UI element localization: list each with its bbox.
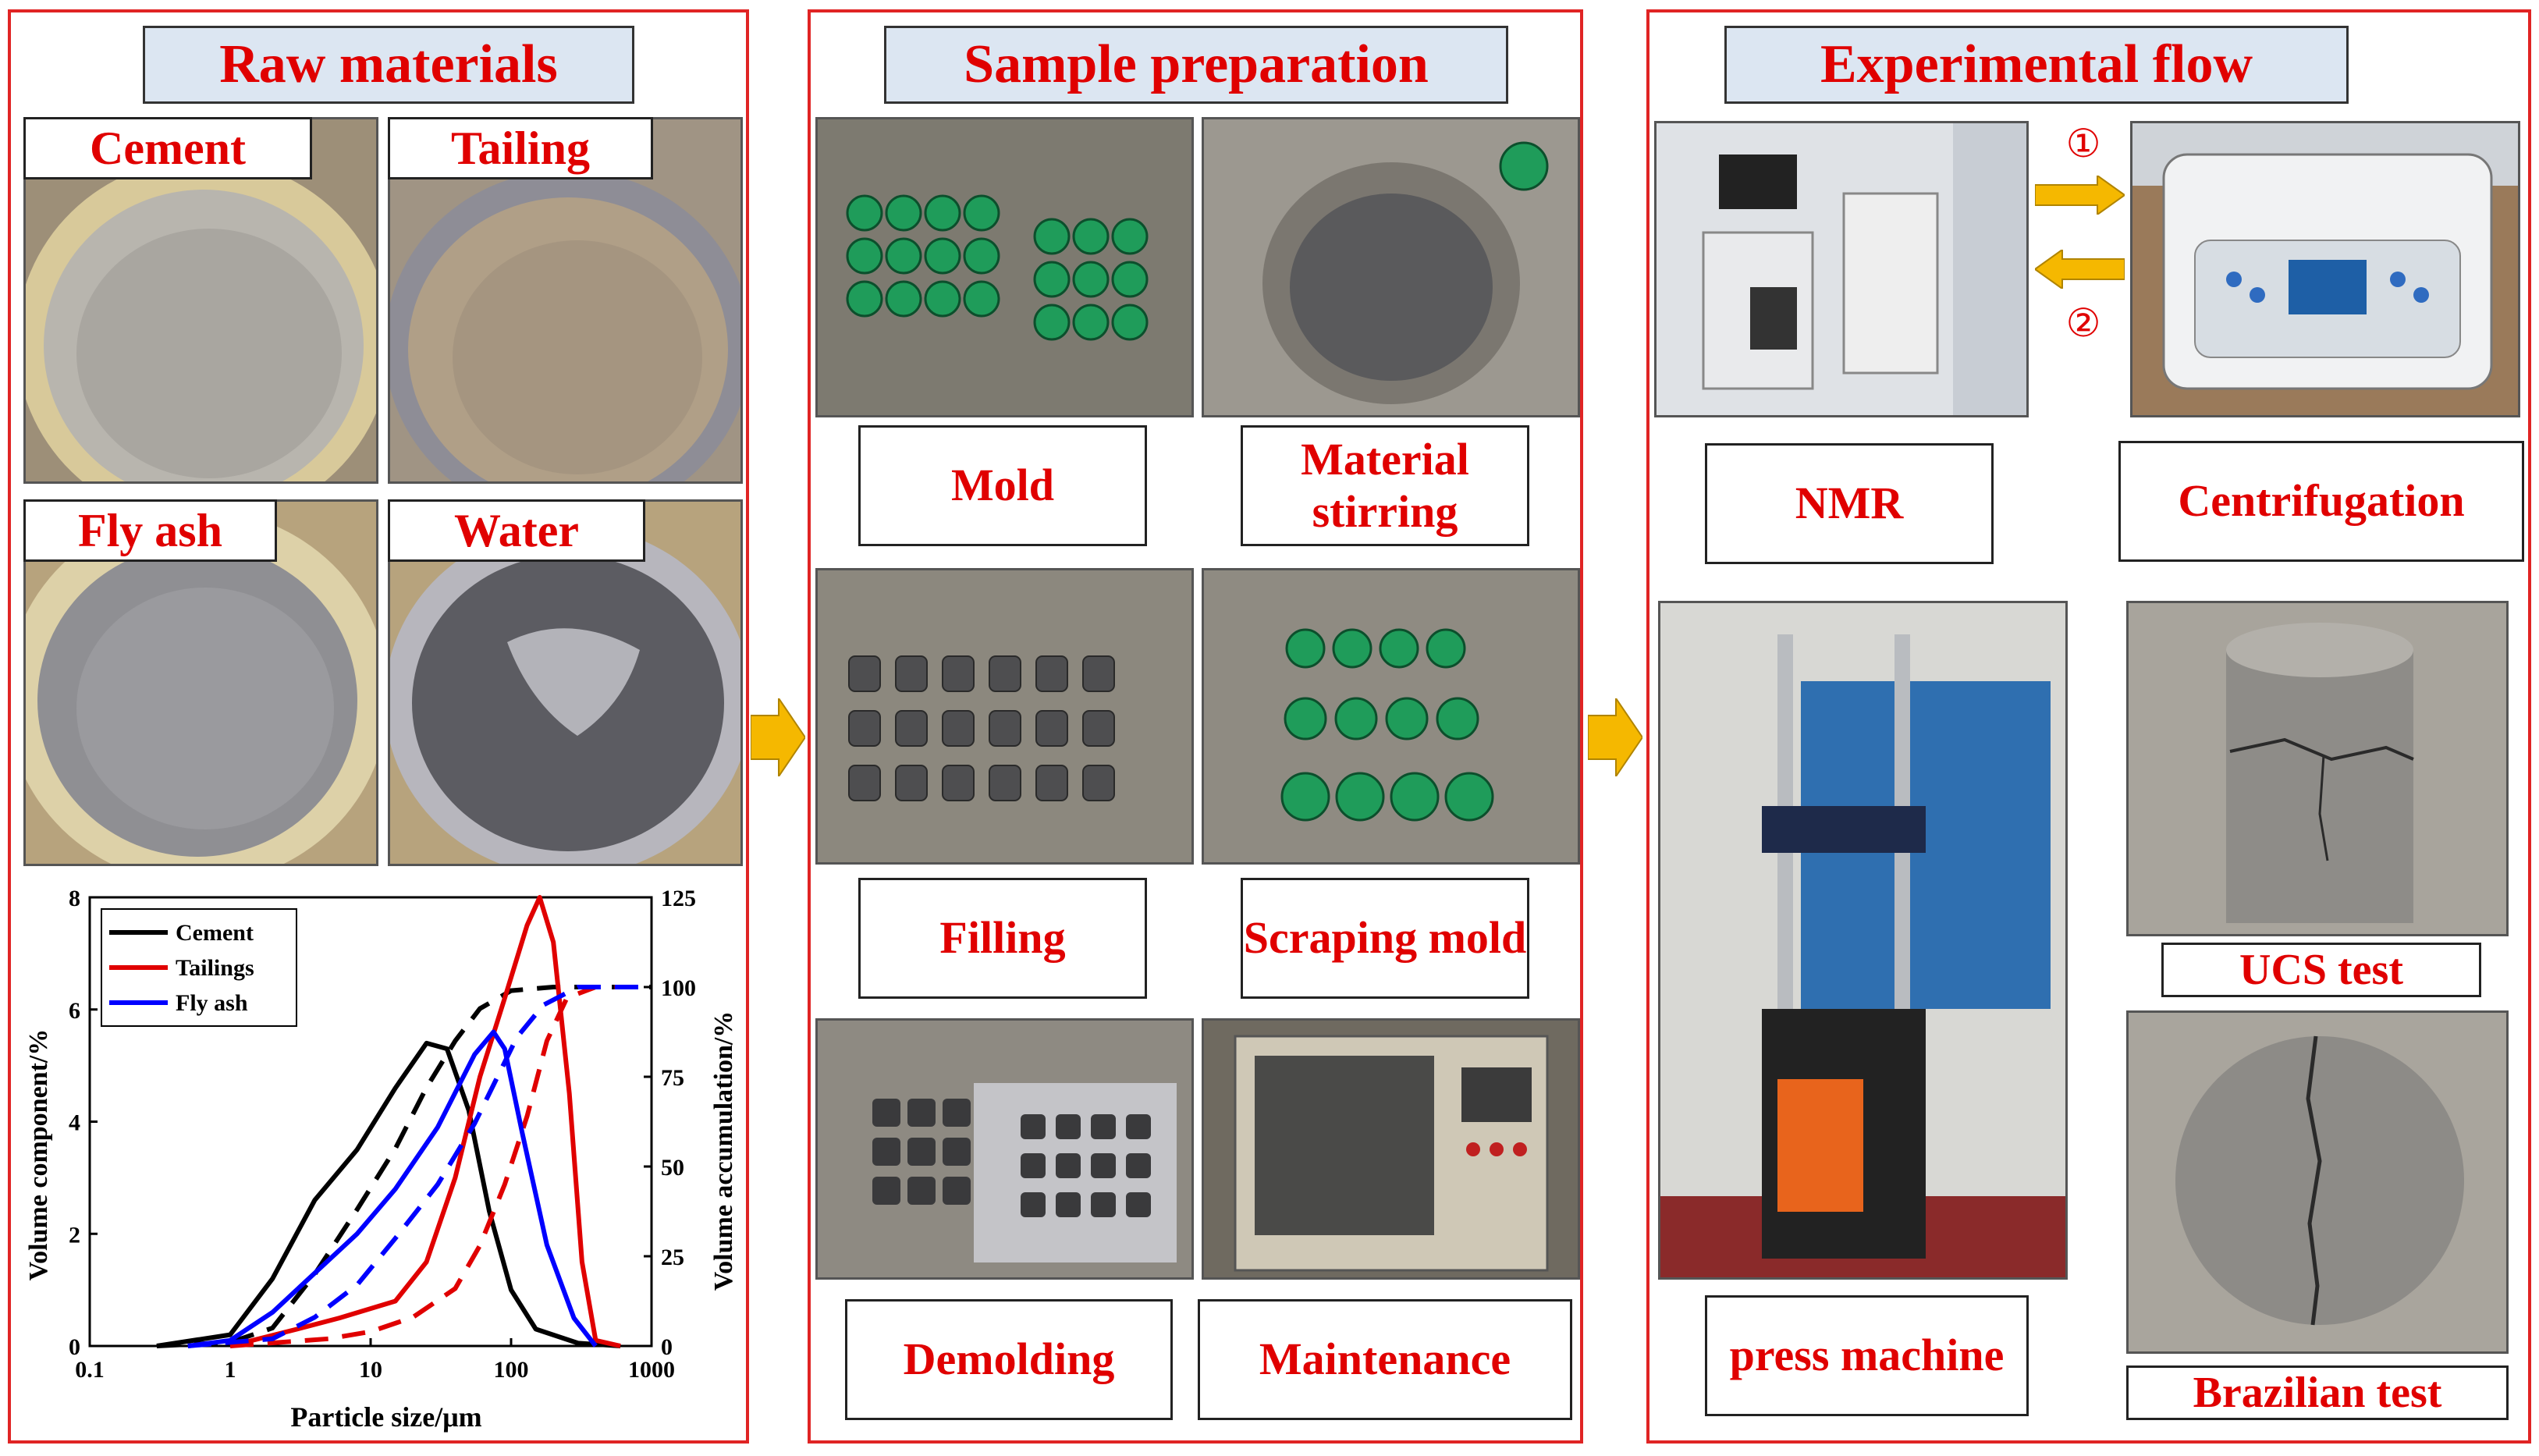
- particle-size-chart-svg: Particle size/μm Volume component/% Volu…: [24, 886, 738, 1433]
- y-left-tick-label: 0: [69, 1334, 80, 1360]
- material-stirring-label: Material stirring: [1241, 425, 1529, 546]
- ucs-specimen-illustration: [2129, 603, 2506, 934]
- series-tailings-component-line: [229, 895, 621, 1348]
- water-label: Water: [388, 499, 645, 562]
- maintenance-photo: [1202, 1018, 1580, 1280]
- scraping-mold-illustration: [1204, 570, 1578, 862]
- y-right-tick-label: 50: [661, 1155, 684, 1181]
- cement-photo: [23, 117, 378, 484]
- series-tailings-accumulation-line: [229, 985, 652, 1348]
- mold-illustration: [818, 119, 1191, 415]
- arrow-right-icon: [2035, 176, 2125, 215]
- x-tick-label: 100: [494, 1357, 529, 1383]
- material-stirring-photo: [1202, 117, 1580, 417]
- brazilian-test-label: Brazilian test: [2126, 1365, 2509, 1420]
- y-right-tick-label: 25: [661, 1245, 684, 1270]
- y-right-tick-label: 125: [661, 886, 696, 911]
- step-1-marker: ①: [2065, 122, 2101, 165]
- fly-ash-photo: [23, 499, 378, 866]
- series-cement-component-line: [156, 1040, 621, 1348]
- tailing-label: Tailing: [388, 117, 653, 179]
- y-right-tick-label: 100: [661, 975, 696, 1001]
- curing-chamber-illustration: [1204, 1021, 1578, 1277]
- arrow-left-icon: [2035, 250, 2125, 289]
- fly-ash-label: Fly ash: [23, 499, 277, 562]
- x-tick-label: 10: [359, 1357, 382, 1383]
- chart-ylabel-right: Volume accumulation/%: [709, 1011, 738, 1291]
- demolding-label: Demolding: [845, 1299, 1173, 1420]
- series-fly-ash-component-line: [187, 1029, 598, 1348]
- nmr-label: NMR: [1705, 443, 1994, 564]
- x-tick-label: 0.1: [75, 1357, 105, 1383]
- arrow-prep-to-flow: [1588, 698, 1642, 776]
- y-right-tick-label: 75: [661, 1065, 684, 1091]
- press-machine-label: press machine: [1705, 1295, 2029, 1416]
- ucs-test-label: UCS test: [2161, 943, 2481, 997]
- y-left-tick-label: 4: [69, 1110, 80, 1136]
- water-photo: [388, 499, 743, 866]
- y-left-tick-label: 2: [69, 1222, 80, 1248]
- mold-label: Mold: [858, 425, 1147, 546]
- legend-cement-label: Cement: [176, 920, 254, 946]
- nmr-instrument-illustration: [1657, 123, 2026, 415]
- sample-preparation-title: Sample preparation: [884, 26, 1508, 104]
- centrifuge-illustration: [2132, 123, 2518, 415]
- y-left-tick-label: 6: [69, 998, 80, 1024]
- ucs-test-photo: [2126, 601, 2509, 936]
- stirring-bowl-illustration: [1204, 119, 1578, 415]
- x-tick-label: 1: [225, 1357, 236, 1383]
- raw-materials-title: Raw materials: [143, 26, 634, 104]
- y-left-tick-label: 8: [69, 886, 80, 911]
- arrow-raw-to-prep: [751, 698, 805, 776]
- filling-label: Filling: [858, 878, 1147, 999]
- cement-label: Cement: [23, 117, 312, 179]
- maintenance-label: Maintenance: [1198, 1299, 1572, 1420]
- press-machine-illustration: [1660, 603, 2065, 1277]
- step-2-marker: ②: [2065, 301, 2101, 345]
- chart-ylabel-left: Volume component/%: [24, 1029, 53, 1281]
- cement-bowl-illustration: [26, 119, 376, 481]
- legend-tailings-label: Tailings: [176, 955, 254, 981]
- mold-photo: [815, 117, 1194, 417]
- chart-xlabel: Particle size/μm: [290, 1401, 481, 1433]
- legend-fly-ash-label: Fly ash: [176, 990, 248, 1016]
- centrifuge-photo: [2130, 121, 2520, 417]
- x-tick-label: 1000: [628, 1357, 675, 1383]
- experimental-flow-panel: [1646, 9, 2531, 1444]
- nmr-photo: [1654, 121, 2029, 417]
- water-bowl-illustration: [390, 502, 740, 864]
- centrifugation-label: Centrifugation: [2118, 441, 2524, 562]
- scraping-mold-label: Scraping mold: [1241, 878, 1529, 999]
- filling-photo: [815, 568, 1194, 865]
- raw-materials-panel: [8, 9, 749, 1444]
- experimental-flow-title: Experimental flow: [1724, 26, 2349, 104]
- series-cement-accumulation-line: [156, 985, 652, 1348]
- demolding-photo: [815, 1018, 1194, 1280]
- y-right-tick-label: 0: [661, 1334, 673, 1360]
- sample-preparation-panel: [808, 9, 1583, 1444]
- series-fly-ash-accumulation-line: [187, 985, 652, 1348]
- scraping-mold-photo: [1202, 568, 1580, 865]
- brazilian-specimen-illustration: [2129, 1013, 2506, 1351]
- particle-size-chart: Particle size/μm Volume component/% Volu…: [16, 878, 741, 1440]
- filling-illustration: [818, 570, 1191, 862]
- tailing-bowl-illustration: [390, 119, 740, 481]
- press-machine-photo: [1658, 601, 2068, 1280]
- fly-ash-bowl-illustration: [26, 502, 376, 864]
- brazilian-test-photo: [2126, 1010, 2509, 1354]
- demolding-illustration: [818, 1021, 1191, 1277]
